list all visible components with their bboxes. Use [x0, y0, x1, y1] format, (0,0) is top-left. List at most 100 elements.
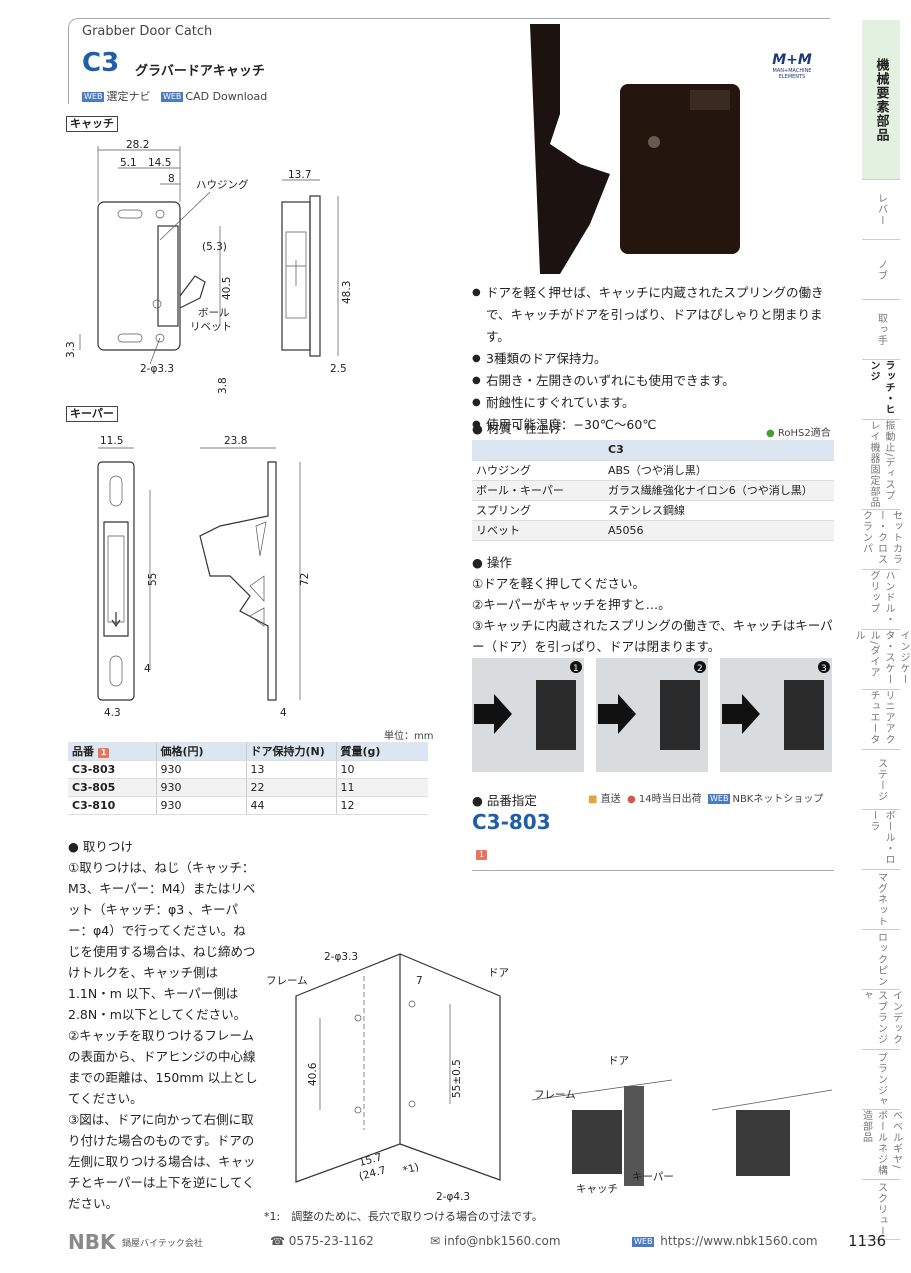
category-tab[interactable]: プランジャ [862, 1050, 900, 1110]
material-title: ● 材質・仕上げ [472, 421, 562, 436]
operation-photo-strip: 1 2 3 [472, 658, 832, 772]
feature-item: 耐蝕性にすぐれています。 [472, 392, 832, 414]
category-tab[interactable]: ハンドル・グリップ [862, 570, 900, 630]
model-title: C3 [82, 48, 120, 78]
material-row: ボール・キーパーガラス繊維強化ナイロン6（つや消し黒） [472, 480, 834, 501]
svg-text:3.8: 3.8 [217, 377, 229, 394]
catch-label: キャッチ [66, 116, 118, 132]
phone[interactable]: ☎ 0575-23-1162 [270, 1234, 374, 1248]
truck-icon: ■ [588, 794, 598, 805]
cad-download-link[interactable]: CAD Download [185, 90, 268, 103]
web-icon: WEB [82, 92, 105, 102]
nbk-logo: NBK [68, 1230, 116, 1254]
svg-text:ハウジング: ハウジング [196, 178, 249, 191]
svg-text:2-φ3.3: 2-φ3.3 [324, 951, 358, 963]
product-photo [530, 24, 740, 274]
svg-text:7: 7 [416, 975, 423, 987]
email[interactable]: ✉ info@nbk1560.com [430, 1234, 561, 1248]
feature-item: 右開き・左開きのいずれにも使用できます。 [472, 370, 832, 392]
svg-text:4.3: 4.3 [104, 707, 121, 719]
install-diagram: 40.6 55±0.5 7 2-φ3.3 2-φ4.3 フレーム ドア 15.7… [266, 951, 509, 1203]
feature-list: ドアを軽く押せば、キャッチに内蔵されたスプリングの働きで、キャッチがドアを引っぱ… [472, 282, 832, 436]
web-icon: WEB [632, 1236, 655, 1247]
svg-text:*1): *1) [402, 1161, 421, 1177]
feature-item: 使用可能温度：−30℃〜60℃ [472, 414, 832, 436]
svg-text:ボール: ボール [198, 307, 230, 319]
svg-text:28.2: 28.2 [126, 139, 149, 151]
category-tab[interactable]: ベベルギヤ/ボールネジ構造部品 [861, 1110, 902, 1180]
svg-text:フレーム: フレーム [266, 975, 308, 987]
operation-photos: 1 2 3 [472, 658, 834, 777]
phone-icon: ☎ [270, 1234, 285, 1248]
svg-text:5.1: 5.1 [120, 157, 137, 169]
category-tab[interactable]: 振動止/ディスプレイ機器固定部品 [862, 420, 900, 510]
category-tab[interactable]: ステージ [862, 750, 900, 810]
website[interactable]: WEB https://www.nbk1560.com [632, 1234, 818, 1248]
category-tab[interactable]: スクリュー [862, 1180, 900, 1240]
catch-drawing: 28.2 5.1 14.5 8 ハウジング (5.3) 40.5 ボール リベッ… [65, 139, 353, 394]
svg-text:2.5: 2.5 [330, 363, 347, 375]
svg-text:ドア: ドア [488, 967, 509, 979]
svg-text:8: 8 [168, 173, 175, 185]
operation-photo-3: 3 [720, 658, 832, 772]
svg-text:11.5: 11.5 [100, 435, 123, 447]
order-tag: 1 [476, 846, 488, 860]
install-section: ● 取りつけ ①取りつけは、ねじ（キャッチ：M3、キーパー：M4）またはリベット… [68, 839, 258, 1211]
svg-text:ドア: ドア [608, 1055, 629, 1067]
page-number: 1136 [848, 1232, 887, 1250]
category-tab[interactable]: インジケータ・スケール/ダイアル [853, 630, 909, 690]
category-tab[interactable]: リニアアクチュエータ [862, 690, 900, 750]
category-tab[interactable]: ノブ [862, 240, 900, 300]
category-tab[interactable]: レバー [862, 180, 900, 240]
svg-text:3: 3 [821, 664, 827, 674]
web-icon: WEB [708, 794, 731, 804]
order-code: C3-803 [472, 810, 551, 834]
english-title: Grabber Door Catch [82, 24, 213, 39]
category-tab[interactable]: 取っ手 [862, 300, 900, 360]
category-tab[interactable]: 機械要素部品 [862, 20, 900, 180]
order-divider [472, 870, 834, 871]
svg-text:(5.3): (5.3) [202, 241, 227, 253]
order-title: ● 品番指定 [472, 793, 537, 808]
clock-icon: ● [627, 794, 636, 805]
material-row: スプリングステンレス鋼線 [472, 500, 834, 521]
category-tab[interactable]: ロックピン [862, 930, 900, 990]
svg-text:55: 55 [147, 573, 159, 586]
svg-text:2-φ3.3: 2-φ3.3 [140, 363, 174, 375]
operation-section: ● 操作 ①ドアを軽く押してください。 ②キーパーがキャッチを押すと…。 ③キャ… [472, 555, 833, 654]
japanese-title: グラバードアキャッチ [135, 64, 265, 79]
category-tab[interactable]: セットカラー・クロスクランパ [861, 510, 902, 570]
svg-text:23.8: 23.8 [224, 435, 247, 447]
svg-text:4: 4 [144, 663, 151, 675]
keeper-drawing: 11.5 55 4 4.3 23.8 72 4 [97, 435, 311, 719]
svg-text:14.5: 14.5 [148, 157, 171, 169]
category-tab[interactable]: インデックスプランジャ [861, 990, 902, 1050]
company-name: 鍋屋バイテック会社 [122, 1239, 203, 1249]
svg-text:40.5: 40.5 [221, 277, 233, 300]
svg-text:40.6: 40.6 [307, 1062, 319, 1086]
selection-navi-link[interactable]: 選定ナビ [106, 90, 151, 103]
web-icon: WEB [160, 92, 184, 102]
header-frame [68, 18, 830, 104]
feature-item: 3種類のドア保持力。 [472, 348, 832, 370]
keeper-label: キーパー [66, 406, 118, 422]
svg-text:リベット: リベット [190, 321, 232, 333]
category-tab[interactable]: ボール・ローラ [862, 810, 900, 870]
mail-icon: ✉ [430, 1234, 441, 1248]
category-tab[interactable]: ラッチ・ヒンジ [862, 360, 900, 420]
category-tabs: 機械要素部品レバーノブ取っ手ラッチ・ヒンジ振動止/ディスプレイ機器固定部品セット… [853, 20, 909, 1240]
svg-text:2: 2 [697, 664, 703, 674]
rohs-badge: ● RoHS2適合 [766, 428, 831, 439]
man-machine-logo: M+M MAN+MACHINE ELEMENTS [772, 52, 812, 80]
install-footnote: *1: 調整のために、長穴で取りつける場合の寸法です。 [264, 1210, 543, 1223]
svg-text:キーパー: キーパー [632, 1171, 674, 1183]
leaf-icon: ● [766, 428, 775, 439]
svg-text:72: 72 [299, 573, 311, 586]
category-tab[interactable]: マグネット [862, 870, 900, 930]
operation-photo-2: 2 [596, 658, 708, 772]
